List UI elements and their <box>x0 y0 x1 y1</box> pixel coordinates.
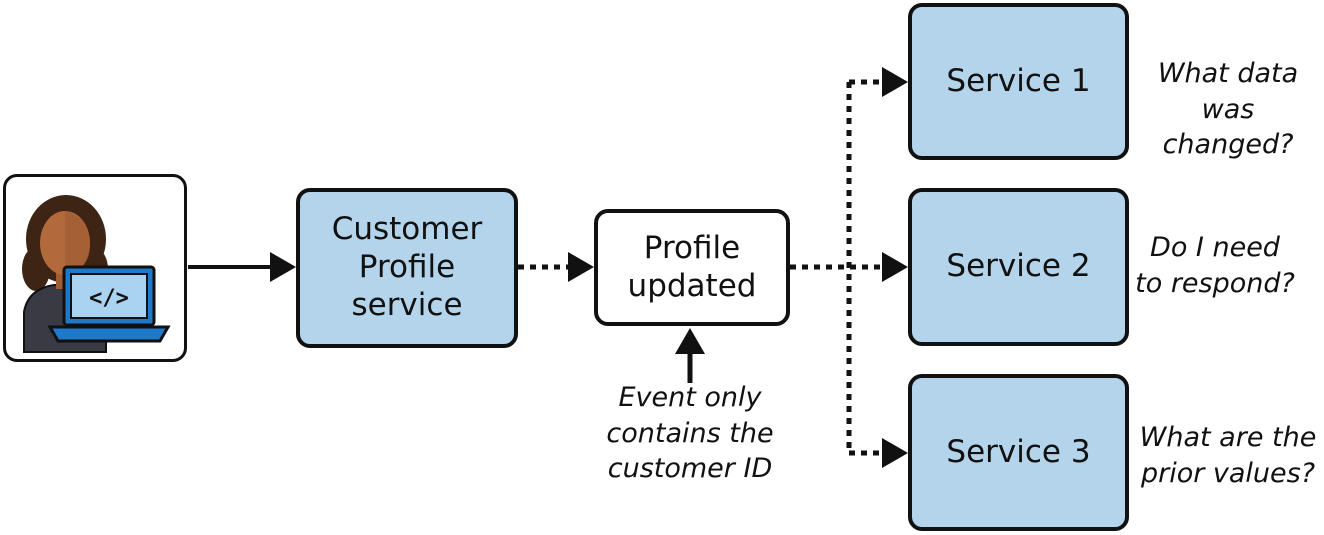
service-3-question: What are the prior values? <box>1139 422 1317 489</box>
service-3-label: Service 3 <box>946 433 1091 470</box>
service-3-box: Service 3 <box>908 374 1129 531</box>
laptop-code-symbol: </> <box>89 286 129 311</box>
event-note: Event only contains the customer ID <box>606 382 774 485</box>
service-1-box: Service 1 <box>908 3 1129 160</box>
service-2-box: Service 2 <box>908 188 1129 346</box>
developer-with-laptop-icon: </> <box>22 195 171 353</box>
service-2-question: Do I need to respond? <box>1135 232 1295 299</box>
profile-updated-label: Profile updated <box>627 229 757 304</box>
service-2-label: Service 2 <box>946 248 1091 285</box>
arrow-event-to-services <box>790 67 908 468</box>
arrow-note-to-event <box>675 328 705 383</box>
profile-updated-event-box: Profile updated <box>594 209 790 326</box>
service-1-label: Service 1 <box>946 62 1091 99</box>
customer-profile-service-box: Customer Profile service <box>296 188 518 348</box>
arrow-service-to-event <box>518 252 594 282</box>
customer-profile-service-label: Customer Profile service <box>331 211 483 323</box>
service-1-question: What data was changed? <box>1157 58 1299 161</box>
arrow-actor-to-profile-service <box>188 252 296 282</box>
developer-actor: </> <box>3 174 187 362</box>
